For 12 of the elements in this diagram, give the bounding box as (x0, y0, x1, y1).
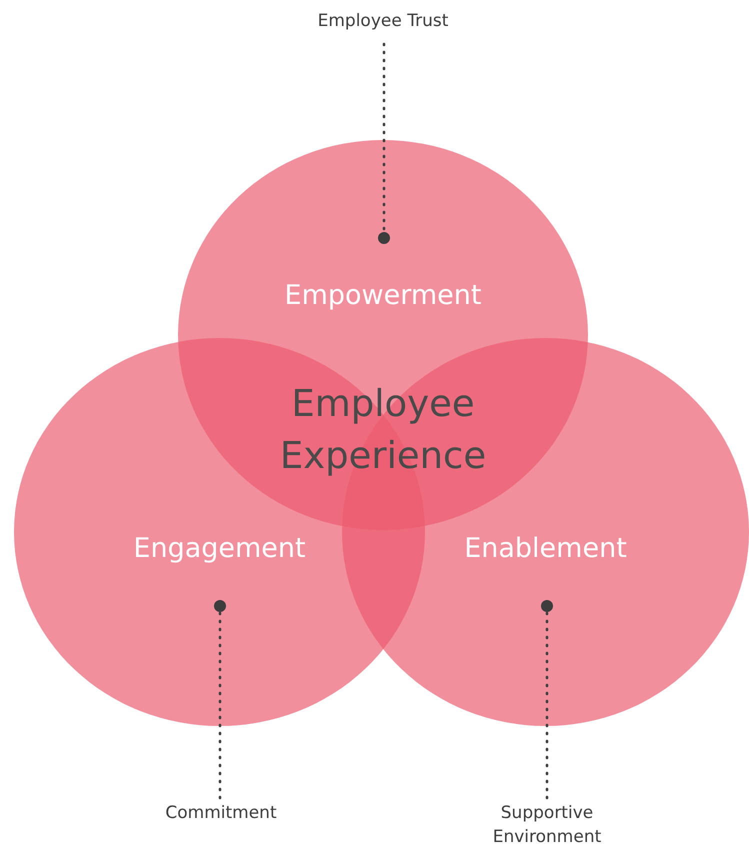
circle-label: Engagement (132, 533, 307, 564)
leader-line (546, 610, 548, 800)
dot-marker (541, 600, 553, 612)
dot-marker (378, 232, 390, 244)
callout-text: Supportive Environment (492, 802, 602, 849)
callout-text: Commitment (164, 802, 278, 825)
circle-label: Empowerment (284, 280, 482, 311)
center-label: Employee Experience (278, 381, 488, 479)
callout-text: Employee Trust (316, 10, 450, 33)
leader-line (218, 610, 222, 800)
circle-label: Enablement (463, 533, 628, 564)
dot-marker (214, 600, 226, 612)
